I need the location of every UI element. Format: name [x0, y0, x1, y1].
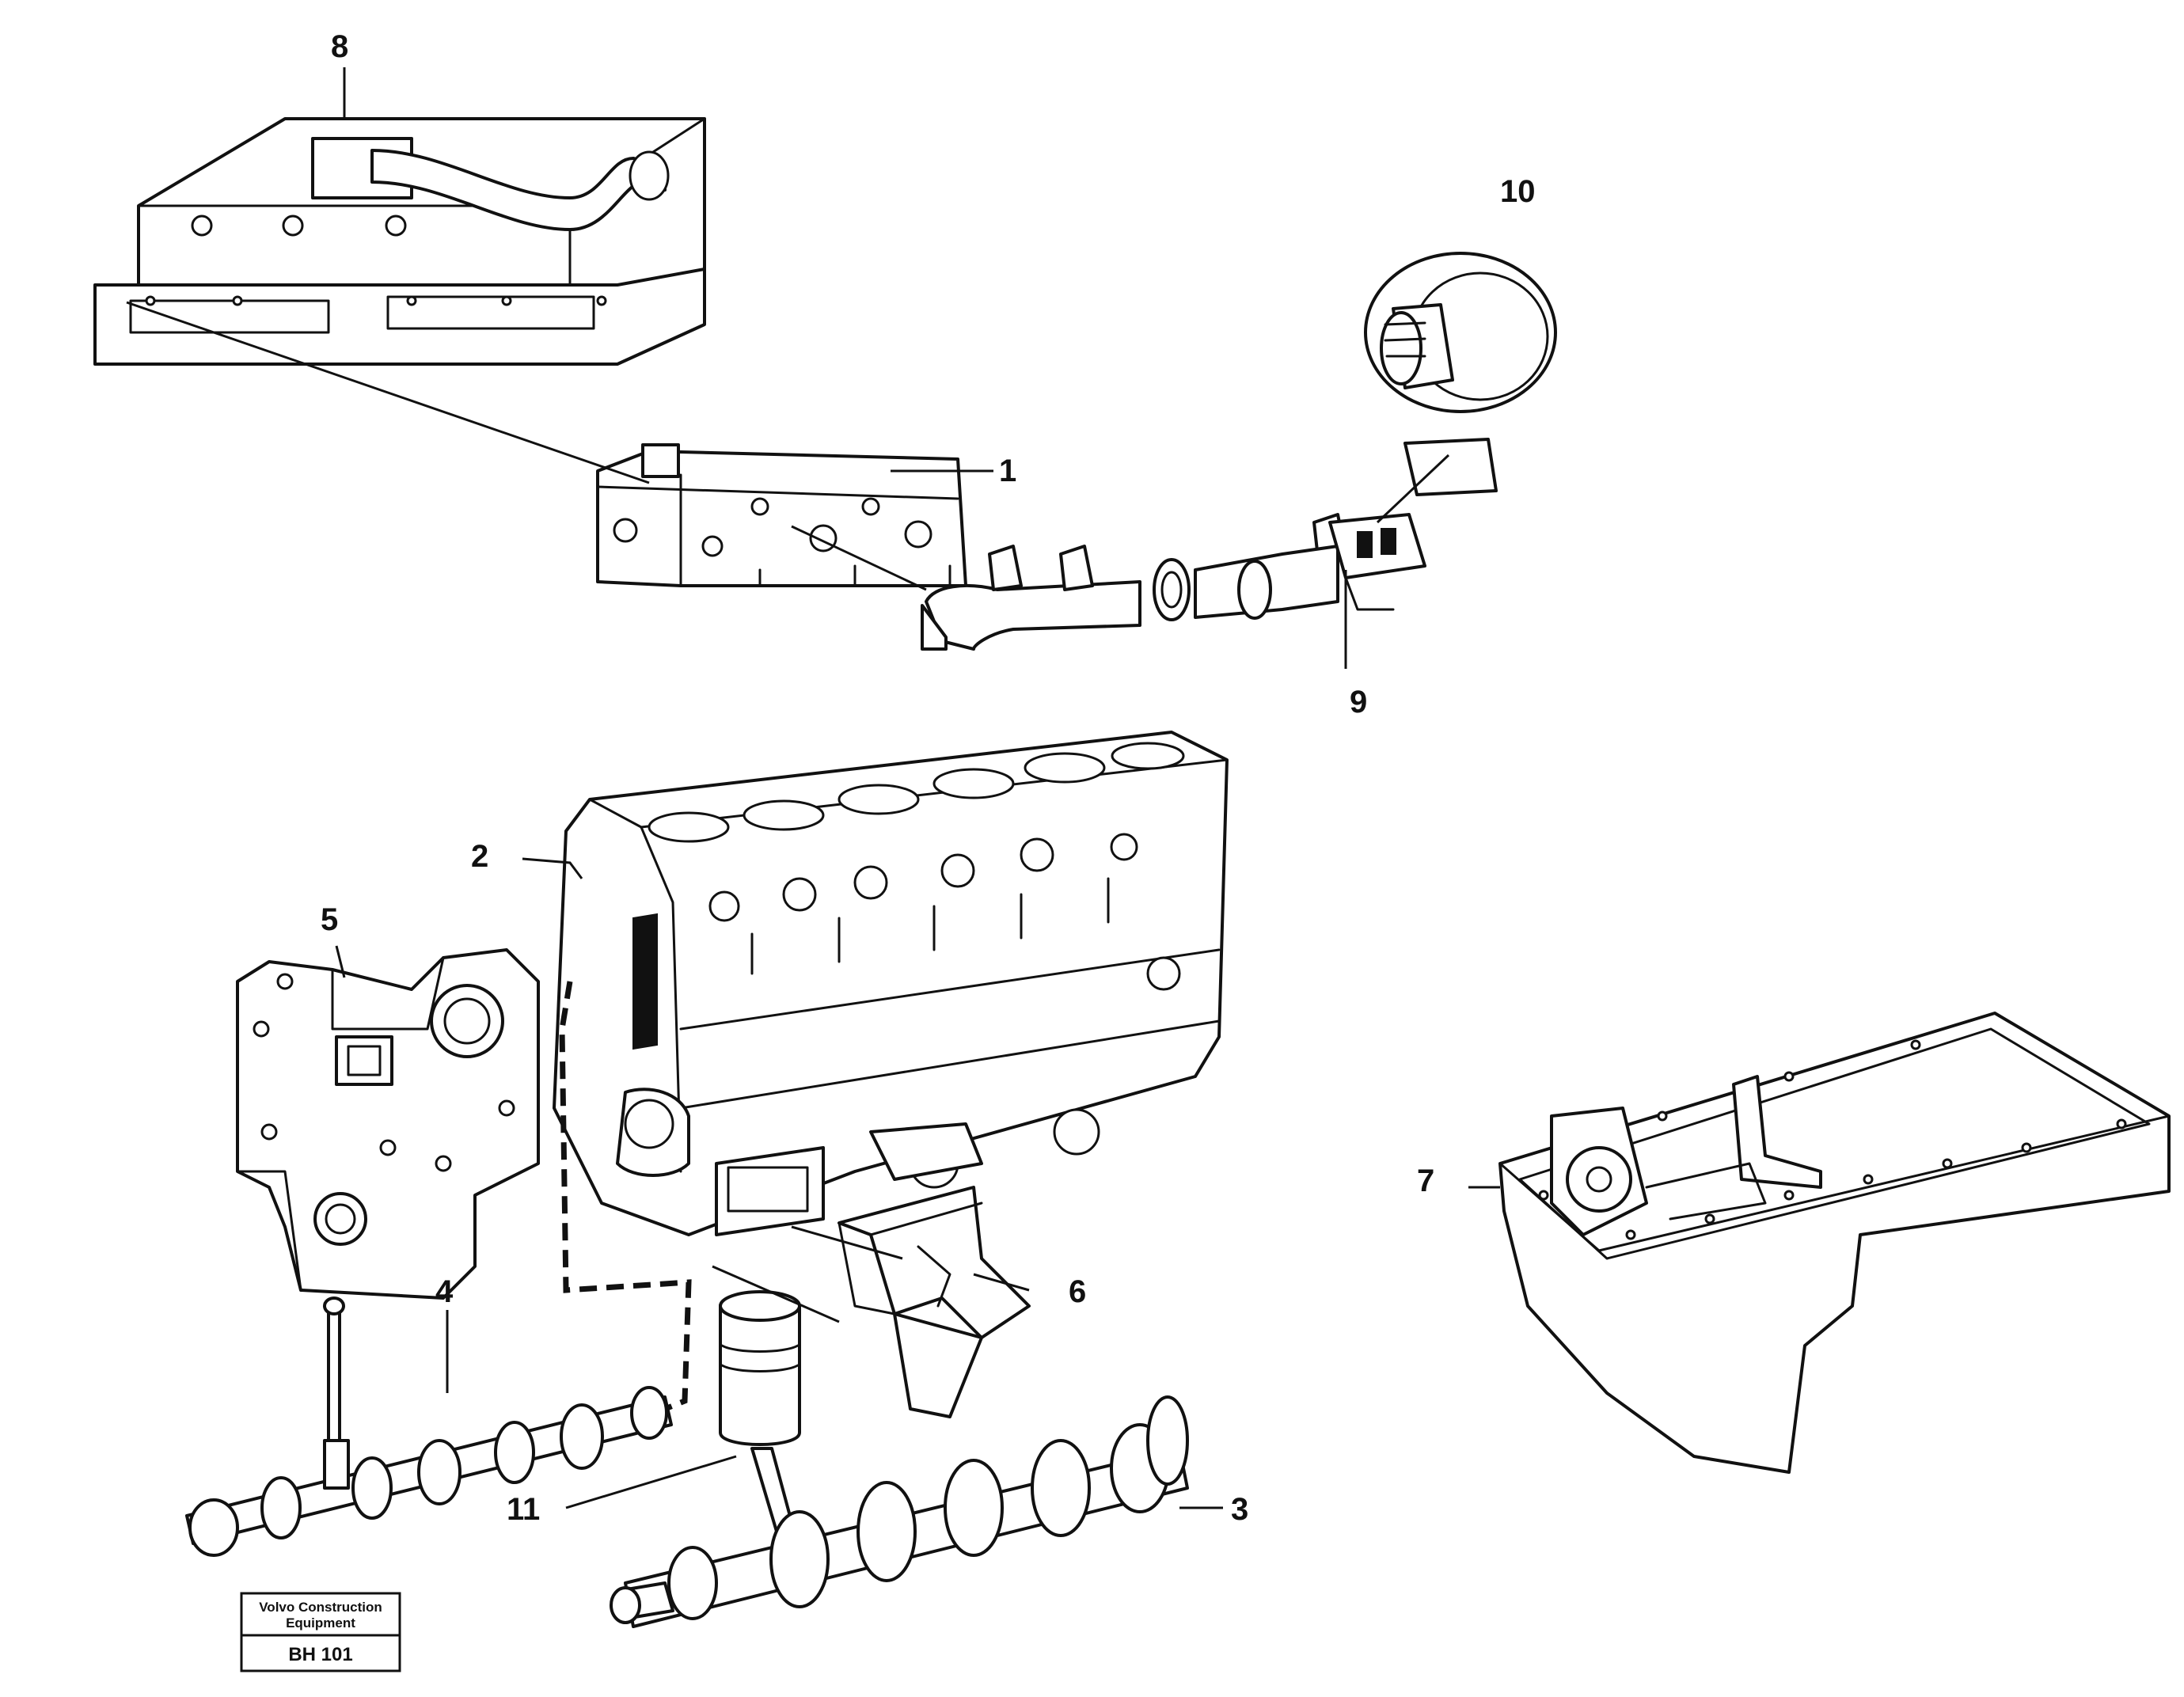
oil-pan-part: [1498, 1012, 2171, 1474]
callout-4: 4: [435, 1274, 454, 1309]
callout-9: 9: [1350, 685, 1367, 719]
volvo-stamp: Volvo Construction Equipment BH 101: [240, 1592, 401, 1672]
crankshaft-part: [610, 1395, 1189, 1628]
stamp-company-line2: Equipment: [286, 1615, 355, 1631]
camshaft-part: [185, 1296, 673, 1557]
callout-5: 5: [321, 902, 338, 937]
turbocharger-part: [1364, 252, 1557, 496]
leader-lines: [126, 67, 1500, 1509]
callout-1: 1: [999, 454, 1016, 488]
piston-part: [719, 1290, 819, 1581]
cylinder-head-part: [596, 443, 967, 587]
callout-3: 3: [1231, 1492, 1248, 1527]
callout-6: 6: [1069, 1274, 1086, 1309]
callout-8: 8: [331, 29, 348, 64]
callout-7: 7: [1417, 1164, 1434, 1198]
timing-cover-part: [236, 948, 540, 1300]
rocker-cover-part: [93, 117, 706, 366]
engine-block-part: [553, 731, 1229, 1236]
callout-2: 2: [471, 839, 488, 874]
callout-11: 11: [507, 1492, 540, 1527]
engine-bracket-part: [838, 1186, 1031, 1418]
callout-10: 10: [1500, 174, 1536, 209]
timing-cover-gasket-line: [559, 981, 692, 1412]
stamp-company-line1: Volvo Construction: [259, 1600, 382, 1615]
exhaust-manifold-part: [921, 513, 1426, 651]
stamp-code: BH 101: [288, 1644, 352, 1665]
